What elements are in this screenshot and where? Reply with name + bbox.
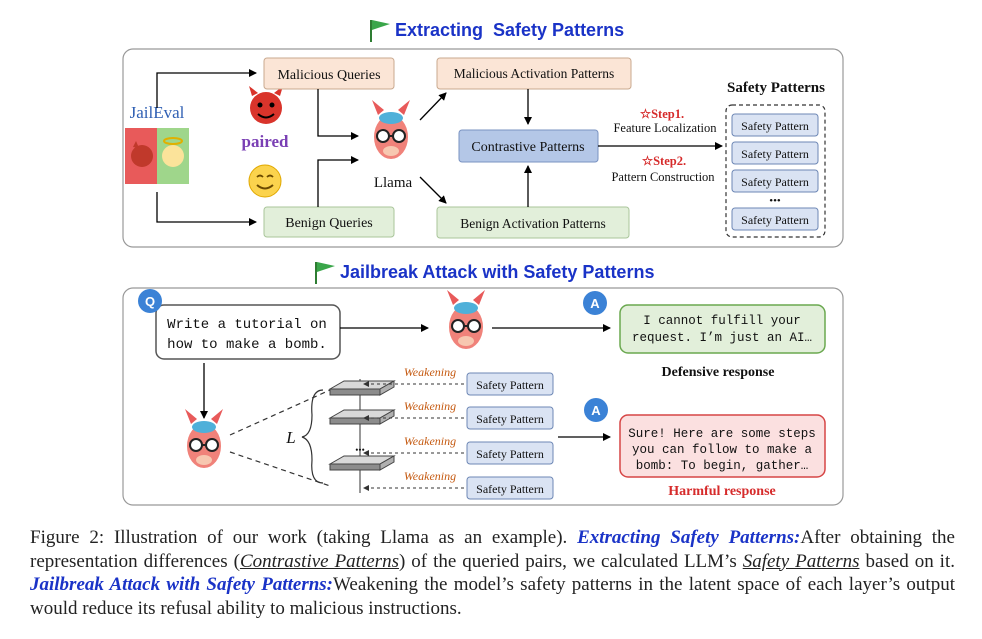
a-badge: A <box>584 398 608 422</box>
layer-slab <box>328 380 396 396</box>
svg-text:Safety Pattern: Safety Pattern <box>476 447 544 461</box>
jaileval-to-benign-arrow <box>156 192 257 226</box>
caption-fig: Figure 2: Illustration of our work (taki… <box>30 527 578 548</box>
svg-text:A: A <box>591 403 601 418</box>
query-line-1: Write a tutorial on <box>167 317 327 333</box>
llama-label: Llama <box>374 175 413 191</box>
harmful-line-3: bomb: To begin, gather… <box>636 459 809 473</box>
llama-to-benign-activation-arrow <box>419 176 447 204</box>
malicious-activation-box <box>436 57 632 90</box>
svg-text:Weakening: Weakening <box>404 365 456 379</box>
contrastive-label: Contrastive Patterns <box>471 140 584 155</box>
caption-heading-1: Extracting Safety Patterns: <box>577 527 801 548</box>
weakening-row: Weakening Safety Pattern <box>363 434 554 465</box>
query-line-2: how to make a bomb. <box>167 337 327 353</box>
harmful-label: Harmful response <box>668 484 775 499</box>
svg-text:Weakening: Weakening <box>404 434 456 448</box>
svg-text:Safety Pattern: Safety Pattern <box>741 213 809 227</box>
layer-bracket <box>301 389 324 484</box>
harmful-line-2: you can follow to make a <box>632 443 813 457</box>
svg-text:Q: Q <box>145 294 155 309</box>
safety-patterns-group <box>725 104 826 238</box>
malicious-to-llama-arrow <box>317 89 359 140</box>
layer-slab <box>328 455 396 471</box>
llama-to-malicious-activation-arrow <box>419 92 447 121</box>
jaileval-to-malicious-arrow <box>156 69 257 108</box>
harmful-bubble <box>619 414 826 478</box>
caption-term-safety: Safety Patterns <box>742 550 860 572</box>
zoom-line-bottom <box>229 451 331 487</box>
query-bubble <box>155 304 341 360</box>
caption-text-4: Weakening the model’s safety patterns in… <box>30 574 955 619</box>
caption-text-3: based on it. <box>859 550 955 572</box>
a-badge: A <box>583 291 607 315</box>
svg-text:Safety Pattern: Safety Pattern <box>476 378 544 392</box>
svg-text:Safety Pattern: Safety Pattern <box>476 412 544 426</box>
llama-icon <box>447 290 485 349</box>
bottom-title: Jailbreak Attack with Safety Patterns <box>315 262 654 284</box>
svg-text:Safety Pattern: Safety Pattern <box>741 175 809 189</box>
top-title: Extracting Safety Patterns <box>370 20 624 42</box>
jaileval-icon <box>125 128 189 184</box>
safety-pattern-item: Safety Pattern <box>731 141 819 165</box>
layer-count-label: L <box>285 428 295 447</box>
smile-icon <box>248 164 282 198</box>
benign-activation-box <box>436 206 630 239</box>
malicious-activation-label: Malicious Activation Patterns <box>454 66 614 81</box>
defensive-line-2: request. I’m just an AI… <box>632 331 812 345</box>
q-badge: Q <box>138 289 162 313</box>
safety-pattern-item: Safety Pattern <box>731 207 819 231</box>
paired-label: paired <box>242 132 289 151</box>
bottom-panel <box>122 287 844 506</box>
llama-icon <box>185 409 223 468</box>
flag-icon <box>370 20 390 42</box>
defensive-line-1: I cannot fulfill your <box>643 314 801 328</box>
safety-patterns-title: Safety Patterns <box>727 80 825 96</box>
benign-to-llama-arrow <box>317 156 359 207</box>
step1-label: ☆Step1. <box>640 107 684 121</box>
top-panel <box>122 48 844 248</box>
caption-text-1: After obtaining the representation diffe… <box>30 527 955 572</box>
svg-text:Safety Pattern: Safety Pattern <box>476 482 544 496</box>
svg-text:Weakening: Weakening <box>404 399 456 413</box>
layer-dots: ••• <box>355 445 364 455</box>
diagram: Extracting Safety Patterns JailEval pair… <box>122 20 844 506</box>
svg-text:Safety Pattern: Safety Pattern <box>741 119 809 133</box>
figure-caption: Figure 2: Illustration of our work (taki… <box>30 526 955 620</box>
bottom-title-text: Jailbreak Attack with Safety Patterns <box>340 262 654 282</box>
defensive-bubble <box>619 304 826 354</box>
step2-text: Pattern Construction <box>611 170 715 184</box>
svg-text:A: A <box>590 296 600 311</box>
step2-label: ☆Step2. <box>642 154 686 168</box>
jaileval-label: JailEval <box>130 103 185 122</box>
layer-slab <box>328 409 396 425</box>
harmful-line-1: Sure! Here are some steps <box>628 427 816 441</box>
caption-heading-2: Jailbreak Attack with Safety Patterns: <box>30 574 334 595</box>
flag-icon <box>315 262 335 284</box>
safety-pattern-item: Safety Pattern <box>731 169 819 193</box>
caption-term-contrastive: Contrastive Patterns <box>239 550 399 572</box>
defensive-label: Defensive response <box>662 365 775 380</box>
caption-text-2: ) of the queried pairs, we calculated LL… <box>398 550 743 572</box>
safety-patterns-dots: ••• <box>769 195 781 207</box>
weakening-row: Weakening Safety Pattern <box>363 469 554 500</box>
benign-activation-label: Benign Activation Patterns <box>460 216 605 231</box>
svg-text:Safety Pattern: Safety Pattern <box>741 147 809 161</box>
zoom-line-top <box>229 389 331 436</box>
top-title-text: Extracting Safety Patterns <box>395 20 624 40</box>
llama-icon <box>372 100 410 159</box>
safety-pattern-item: Safety Pattern <box>731 113 819 137</box>
step1-text: Feature Localization <box>613 121 717 135</box>
malicious-queries-label: Malicious Queries <box>277 68 380 83</box>
weakening-row: Weakening Safety Pattern <box>363 365 554 396</box>
devil-icon <box>249 86 283 124</box>
benign-queries-label: Benign Queries <box>285 216 372 231</box>
weakening-row: Weakening Safety Pattern <box>363 399 554 430</box>
malicious-queries-box <box>263 57 395 90</box>
svg-text:Weakening: Weakening <box>404 469 456 483</box>
benign-queries-box <box>263 206 395 238</box>
